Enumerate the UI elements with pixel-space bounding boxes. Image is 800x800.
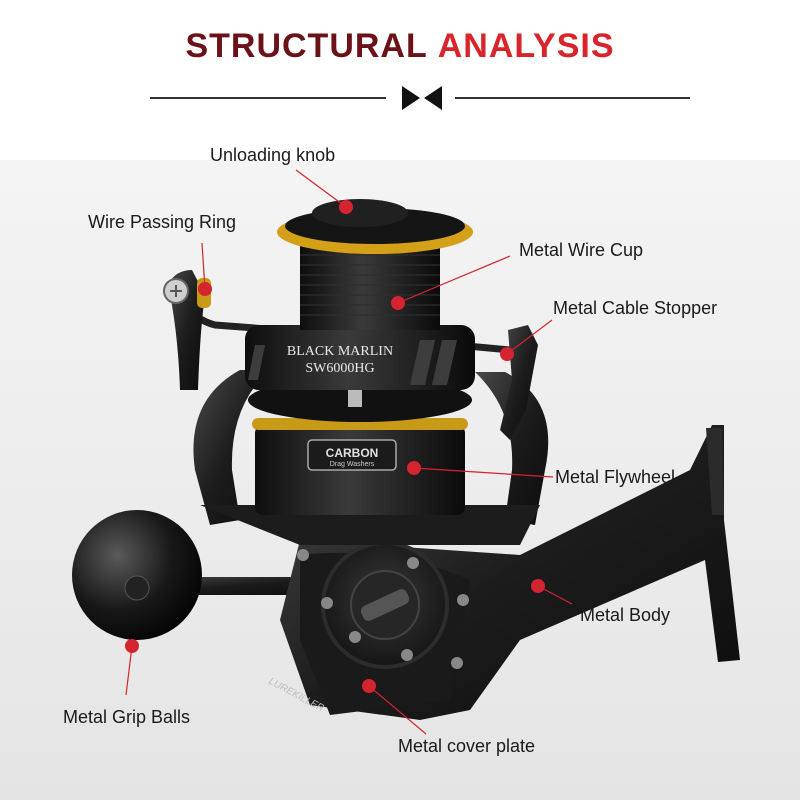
wire-cup — [277, 199, 473, 330]
label-metal-grip-balls: Metal Grip Balls — [63, 707, 191, 727]
bowtie-icon — [402, 86, 442, 110]
callout-lines — [125, 169, 573, 735]
label-wire-passing-ring: Wire Passing Ring — [88, 212, 237, 232]
title-part-dark: STRUCTURAL — [185, 27, 428, 65]
handle-assembly — [72, 510, 330, 640]
label-metal-wire-cup: Metal Wire Cup — [519, 240, 644, 260]
cover-plate — [297, 541, 470, 715]
grip-ball — [72, 510, 202, 640]
header-background — [0, 0, 800, 165]
title-part-red: ANALYSIS — [437, 27, 615, 65]
label-metal-body: Metal Body — [580, 605, 671, 625]
reel-brand-text: BLACK MARLIN — [287, 344, 393, 359]
divider-right — [455, 97, 690, 99]
label-metal-cover-plate: Metal cover plate — [398, 736, 536, 756]
left-frame-arm — [193, 370, 270, 525]
unloading-knob — [312, 199, 408, 227]
reel-model-text: SW6000HG — [305, 361, 374, 376]
reel-foot-edge — [706, 428, 724, 515]
label-metal-flywheel: Metal Flywheel — [555, 467, 676, 487]
divider-left — [150, 97, 386, 99]
label-unloading-knob: Unloading knob — [210, 145, 336, 165]
grip-ball-screw — [124, 575, 150, 601]
rotor-ring — [245, 325, 475, 390]
label-metal-cable-stopper: Metal Cable Stopper — [553, 298, 718, 318]
badge-bottom-text: Drag Washers — [330, 461, 375, 468]
cable-stopper-arm — [500, 325, 538, 440]
callout-markers — [125, 200, 545, 693]
right-frame-arm — [475, 372, 549, 525]
badge-top-text: CARBON — [326, 446, 379, 460]
